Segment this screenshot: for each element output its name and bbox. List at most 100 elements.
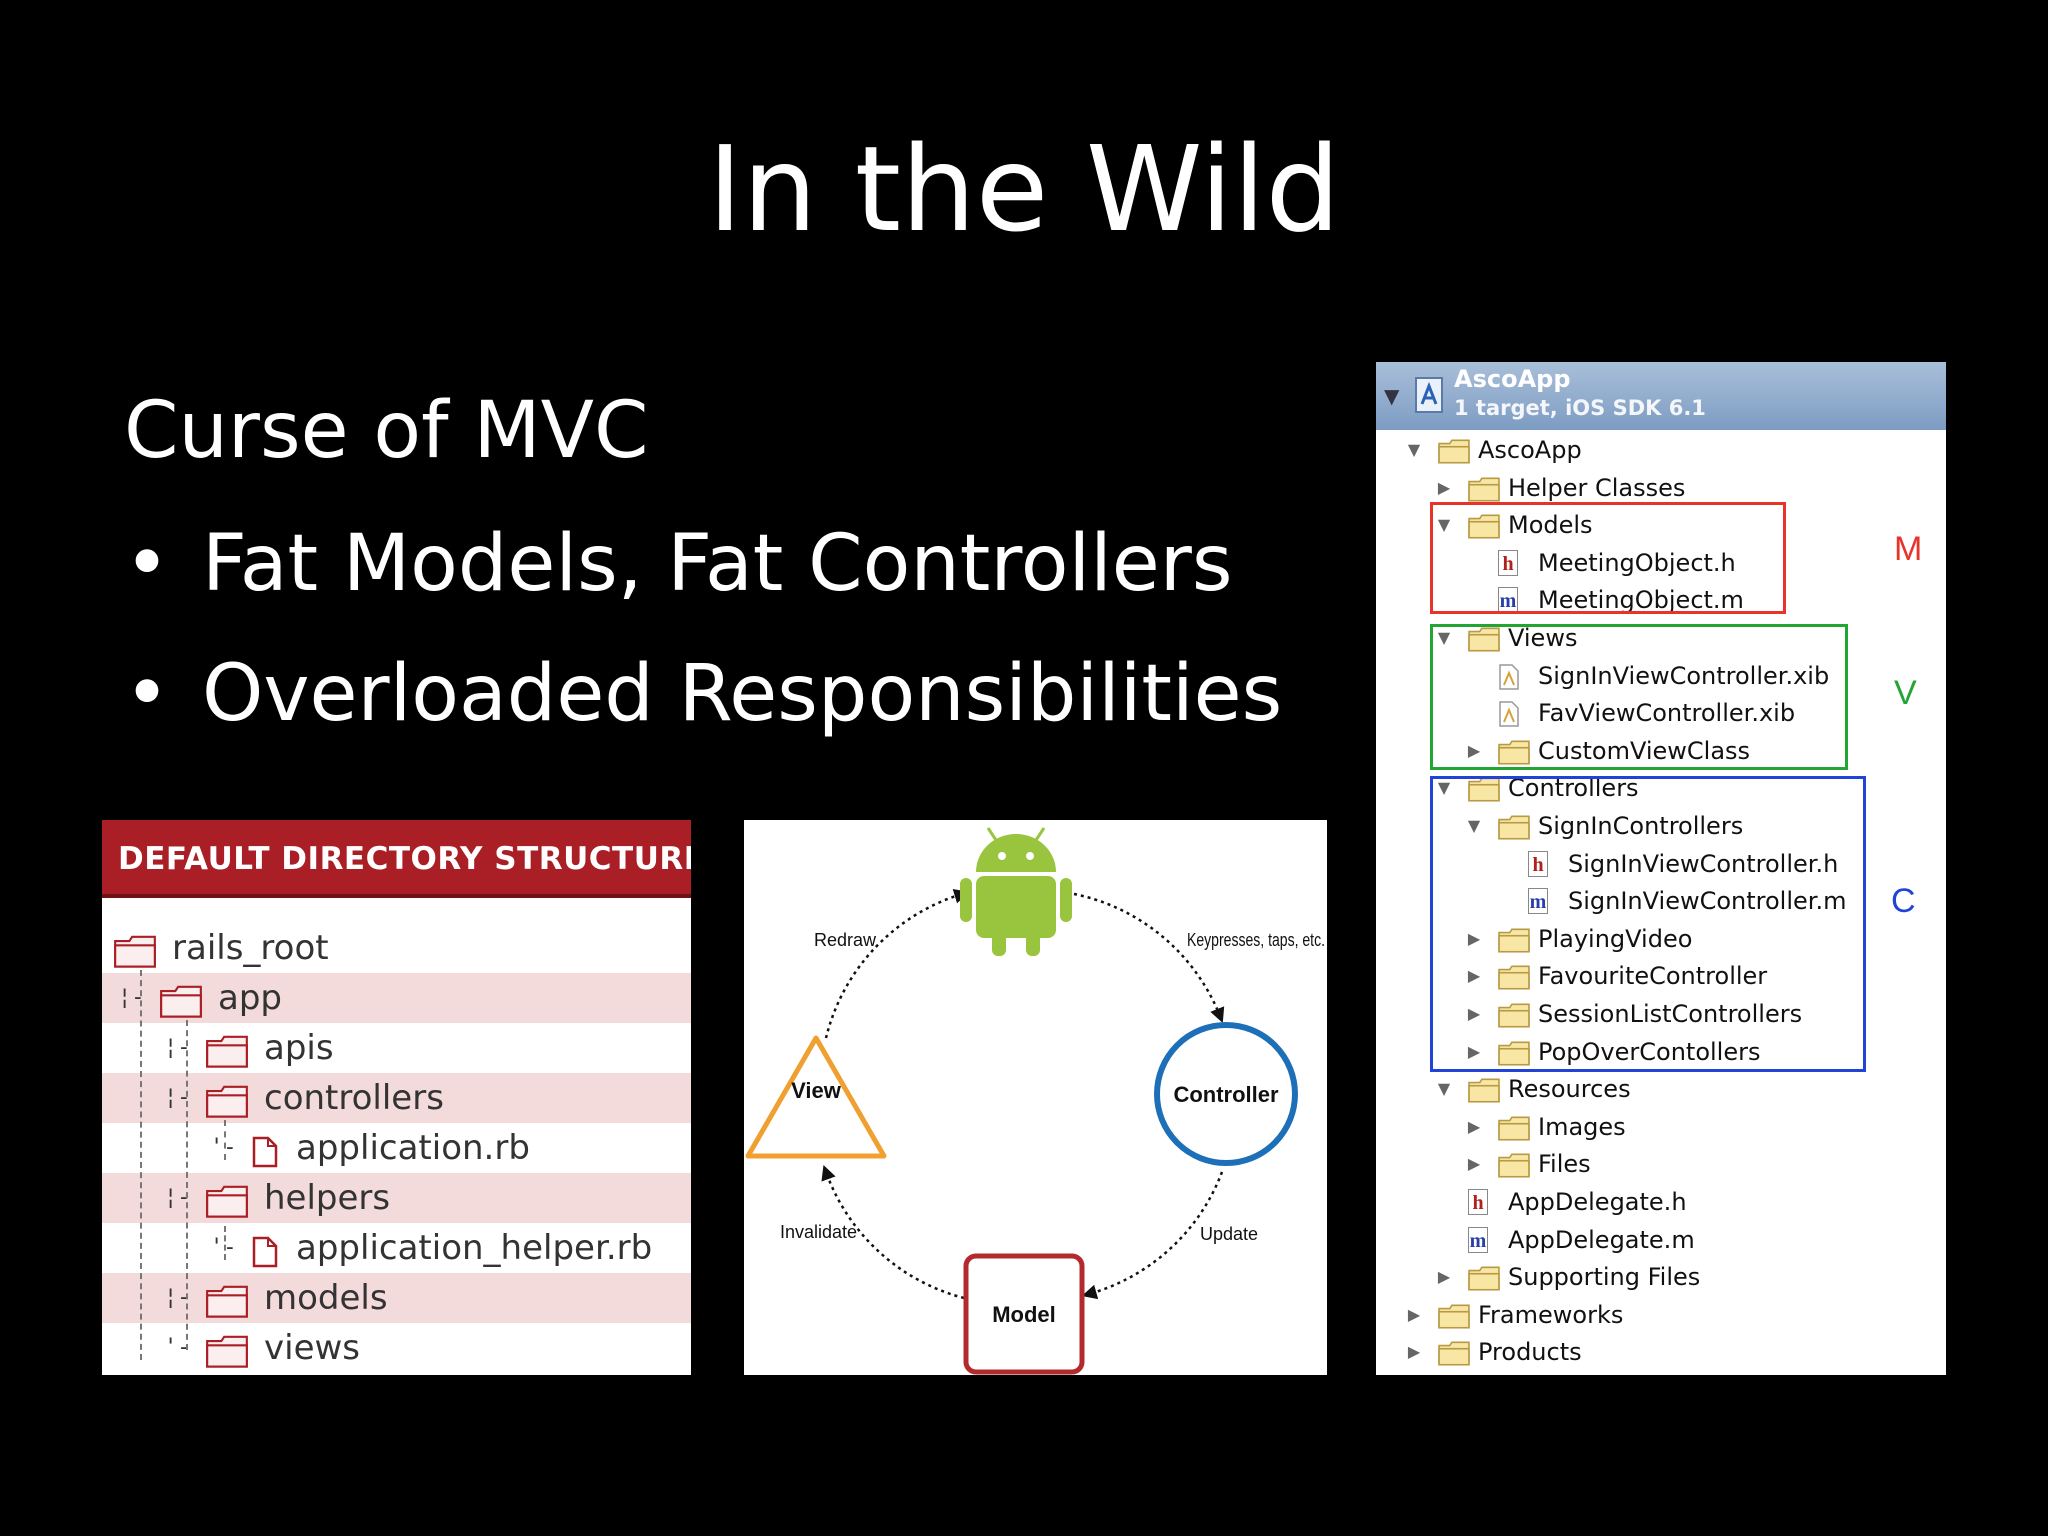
disclosure-collapsed-icon[interactable]: ▶ <box>1467 1117 1481 1136</box>
disclosure-expanded-icon[interactable]: ▼ <box>1407 440 1421 459</box>
rails-item-label: models <box>264 1278 388 1318</box>
navigator-row[interactable]: ▶Images <box>1376 1108 1946 1146</box>
disclosure-collapsed-icon[interactable]: ▶ <box>1437 1267 1451 1286</box>
rails-folder-row[interactable]: ¦-helpers <box>102 1173 691 1223</box>
tree-guide-line <box>186 1020 188 1350</box>
navigator-row[interactable]: ▶ SessionListControllers <box>1376 995 1946 1033</box>
rails-file-row[interactable]: '-application_helper.rb <box>102 1223 691 1273</box>
navigator-row[interactable]: FavViewController.xib <box>1376 694 1946 732</box>
edge-input-arrow <box>1073 892 1225 1023</box>
navigator-row[interactable]: ▼SignInControllers <box>1376 807 1946 845</box>
navigator-row[interactable]: ▼AscoApp <box>1376 431 1946 469</box>
navigator-row[interactable]: ▶Helper Classes <box>1376 469 1946 507</box>
navigator-row[interactable]: ▼Resources <box>1376 1070 1946 1108</box>
header-file-icon: h <box>1528 851 1548 877</box>
rails-folder-row[interactable]: ¦-models <box>102 1273 691 1323</box>
disclosure-triangle-icon[interactable]: ▼ <box>1384 384 1400 408</box>
navigator-item-label: MeetingObject.h <box>1538 549 1736 577</box>
folder-icon <box>1468 625 1500 663</box>
bullet-item: •Fat Models, Fat Controllers <box>124 525 1233 603</box>
navigator-row[interactable]: ▶ PlayingVideo <box>1376 920 1946 958</box>
navigator-item-label: Models <box>1508 511 1593 539</box>
disclosure-collapsed-icon[interactable]: ▶ <box>1467 966 1481 985</box>
svg-text:Controller: Controller <box>1173 1082 1279 1107</box>
rails-item-label: views <box>264 1328 361 1368</box>
disclosure-expanded-icon[interactable]: ▼ <box>1437 628 1451 647</box>
rails-item-label: rails_root <box>172 928 329 968</box>
mvc-group-letter: M <box>1894 530 1923 568</box>
disclosure-expanded-icon[interactable]: ▼ <box>1437 515 1451 534</box>
disclosure-collapsed-icon[interactable]: ▶ <box>1437 478 1451 497</box>
disclosure-collapsed-icon[interactable]: ▶ <box>1467 1004 1481 1023</box>
disclosure-expanded-icon[interactable]: ▼ <box>1437 1079 1451 1098</box>
navigator-row[interactable]: h AppDelegate.h <box>1376 1183 1946 1221</box>
rails-file-row[interactable]: '-application.rb <box>102 1123 691 1173</box>
navigator-item-label: PlayingVideo <box>1538 925 1693 953</box>
project-subtitle: 1 target, iOS SDK 6.1 <box>1454 396 1706 420</box>
navigator-row[interactable]: h MeetingObject.h <box>1376 544 1946 582</box>
xcode-project-header[interactable]: ▼ AscoApp 1 target, iOS SDK 6.1 <box>1376 362 1946 430</box>
svg-text:Model: Model <box>992 1302 1056 1327</box>
disclosure-expanded-icon[interactable]: ▼ <box>1437 778 1451 797</box>
folder-icon <box>204 1182 250 1232</box>
disclosure-collapsed-icon[interactable]: ▶ <box>1467 1154 1481 1173</box>
rails-folder-row[interactable]: ¦-controllers <box>102 1073 691 1123</box>
implementation-file-icon: m <box>1528 888 1548 914</box>
folder-icon <box>1468 475 1500 513</box>
controller-node: Controller <box>1154 1022 1298 1166</box>
disclosure-collapsed-icon[interactable]: ▶ <box>1407 1342 1421 1361</box>
navigator-row[interactable]: ▶CustomViewClass <box>1376 732 1946 770</box>
rails-folder-row[interactable]: ¦-app <box>102 973 691 1023</box>
navigator-row[interactable]: h SignInViewController.h <box>1376 845 1946 883</box>
header-file-icon: h <box>1468 1189 1488 1215</box>
rails-folder-row[interactable]: ¦-apis <box>102 1023 691 1073</box>
folder-icon <box>1438 437 1470 475</box>
rails-folder-row[interactable]: rails_root <box>102 923 691 973</box>
navigator-row[interactable]: ▶PopOverContollers <box>1376 1033 1946 1071</box>
navigator-item-label: AppDelegate.m <box>1508 1226 1695 1254</box>
mvc-group-letter: V <box>1894 674 1917 712</box>
navigator-item-label: Products <box>1478 1338 1582 1366</box>
xib-file-icon <box>1498 700 1520 739</box>
disclosure-collapsed-icon[interactable]: ▶ <box>1467 741 1481 760</box>
svg-text:View: View <box>791 1078 842 1103</box>
android-robot-icon <box>960 827 1072 956</box>
disclosure-collapsed-icon[interactable]: ▶ <box>1467 929 1481 948</box>
disclosure-collapsed-icon[interactable]: ▶ <box>1467 1042 1481 1061</box>
navigator-row[interactable]: ▼ Models <box>1376 506 1946 544</box>
header-file-icon: h <box>1498 550 1518 576</box>
edge-redraw-arrow <box>824 889 970 1039</box>
navigator-row[interactable]: ▶Supporting Files <box>1376 1258 1946 1296</box>
edge-label-redraw: Redraw <box>814 930 877 950</box>
navigator-item-label: SessionListControllers <box>1538 1000 1803 1028</box>
navigator-row[interactable]: SignInViewController.xib <box>1376 657 1946 695</box>
navigator-row[interactable]: ▶FavouriteController <box>1376 957 1946 995</box>
navigator-item-label: Views <box>1508 624 1578 652</box>
disclosure-collapsed-icon[interactable]: ▶ <box>1407 1305 1421 1324</box>
navigator-row[interactable]: ▼ Views <box>1376 619 1946 657</box>
section-heading: Curse of MVC <box>124 386 649 476</box>
navigator-item-label: AppDelegate.h <box>1508 1188 1687 1216</box>
folder-icon <box>1468 1076 1500 1114</box>
folder-icon <box>1498 738 1530 776</box>
navigator-row[interactable]: ▶ Products <box>1376 1333 1946 1371</box>
folder-icon <box>1498 926 1530 964</box>
rails-folder-row[interactable]: '-views <box>102 1323 691 1373</box>
edge-label-invalidate: Invalidate <box>780 1222 857 1242</box>
navigator-item-label: SignInViewController.h <box>1568 850 1839 878</box>
edge-update-arrow <box>1081 1171 1224 1300</box>
mvc-group-outline <box>1430 776 1866 1072</box>
navigator-row[interactable]: ▶Files <box>1376 1145 1946 1183</box>
folder-icon <box>204 1282 250 1332</box>
folder-icon <box>1468 512 1500 550</box>
navigator-item-label: SignInViewController.xib <box>1538 662 1830 690</box>
folder-icon <box>1498 813 1530 851</box>
disclosure-expanded-icon[interactable]: ▼ <box>1467 816 1481 835</box>
model-node: Model <box>963 1253 1085 1375</box>
navigator-row[interactable]: ▶Frameworks <box>1376 1296 1946 1334</box>
rails-item-label: application_helper.rb <box>296 1228 653 1268</box>
edge-label-input: Keypresses, taps, etc. <box>1187 930 1325 950</box>
